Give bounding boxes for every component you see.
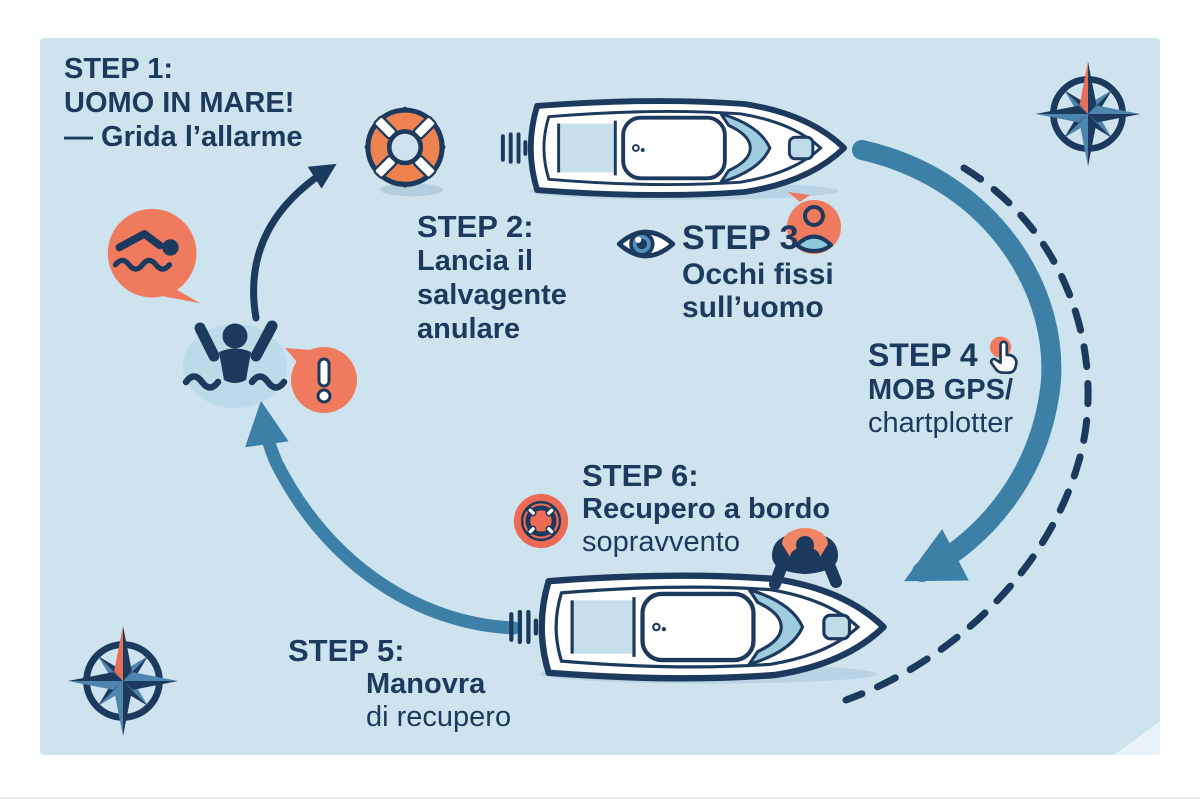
swimmer-bubble-icon: [107, 208, 201, 304]
step-5-line-2: di recupero: [366, 701, 512, 733]
step-4-line-2: chartplotter: [868, 407, 1014, 439]
step-6-block: STEP 6: Recupero a bordo sopravvento: [582, 458, 830, 559]
exclamation-bubble-icon: [285, 347, 357, 413]
throw-lifebuoy-arrow: [250, 163, 337, 322]
step-3-line-1: Occhi fissi: [682, 258, 834, 291]
compass-rose-icon: [62, 620, 184, 742]
step-5-block: STEP 5: Manovra di recupero: [288, 634, 511, 734]
eye-icon: [616, 229, 676, 259]
turn-arrow-right: [852, 140, 1062, 582]
person-bubble-icon: [787, 192, 841, 254]
hand-click-icon: [989, 336, 1018, 374]
lifebuoy-icon: [364, 106, 446, 197]
step-3-block: STEP 3 Occhi fissi sull’uomo: [682, 218, 834, 324]
drowning-person-icon: [182, 320, 288, 408]
step-1-block: STEP 1: UOMO IN MARE! — Grida l’allarme: [64, 52, 303, 154]
step-6-line-2: sopravvento: [582, 526, 740, 558]
motorboat-top-icon: [498, 92, 850, 204]
step-1-line-2: — Grida l’allarme: [64, 121, 303, 153]
step-5-label: STEP 5:: [288, 633, 405, 668]
bottom-edge-line: [0, 797, 1200, 799]
dashed-course-line: [842, 164, 1092, 704]
step-4-label: STEP 4: [868, 337, 978, 373]
step-3-label: STEP 3: [682, 219, 799, 257]
step-2-line-2: salvagente: [417, 279, 567, 311]
step-5-line-1: Manovra: [366, 668, 486, 700]
step-4-line-1: MOB GPS/: [868, 374, 1014, 406]
step-4-block: STEP 4 MOB GPS/ chartplotter: [868, 336, 1013, 440]
step-6-line-1: Recupero a bordo: [582, 493, 831, 525]
compass-rose-icon: [1030, 56, 1146, 172]
crew-on-bow-icon: [769, 528, 842, 590]
step-3-line-2: sull’uomo: [682, 291, 824, 324]
step-1-line-1: UOMO IN MARE!: [64, 87, 295, 119]
lifebuoy-badge-icon: [513, 493, 569, 549]
return-arrow-left: [245, 400, 521, 635]
step-2-block: STEP 2: Lancia il salvagente anulare: [417, 210, 567, 346]
step-2-line-3: anulare: [417, 313, 521, 345]
step-2-label: STEP 2:: [417, 209, 534, 244]
step-1-label: STEP 1:: [64, 53, 174, 85]
step-6-label: STEP 6:: [582, 458, 699, 493]
step-2-line-1: Lancia il: [417, 245, 534, 277]
